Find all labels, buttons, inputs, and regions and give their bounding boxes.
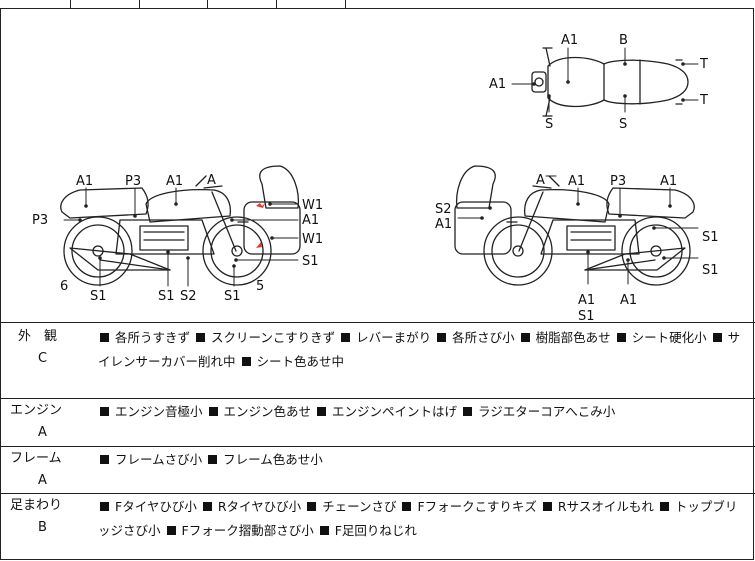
- item: エンジン色あせ: [223, 404, 312, 419]
- right-bike-labels: A A1 P3 A1 S2 A1 S1 S1 A1 A1 S1: [435, 173, 719, 324]
- category-name: フレーム: [10, 451, 62, 466]
- row-frame: フレーム A フレームさび小 フレーム色あせ小: [0, 448, 755, 493]
- leader-lines: [63, 47, 699, 287]
- left-bike-labels: A1 P3 A1 A P3 W1 A1 W1 S1 6 S1 S1 S2 S1 …: [32, 173, 323, 304]
- top-label-t-upper: T: [699, 57, 708, 72]
- left-label-s1-fork: S1: [302, 254, 319, 269]
- top-label-b: B: [619, 33, 628, 48]
- item: F足回りねじれ: [334, 523, 417, 538]
- right-label-a-handle: A: [536, 173, 545, 188]
- left-label-s1-rear: S1: [90, 289, 107, 304]
- item: トップブリッジさび小: [98, 499, 738, 538]
- divider-exterior: [0, 398, 755, 399]
- category-grade: A: [38, 473, 47, 488]
- item-list: エンジン音極小 エンジン色あせ エンジンペイントはげ ラジエターコアへこみ小: [98, 400, 748, 424]
- left-label-a1-tail: A1: [76, 174, 93, 189]
- top-view-bike: [531, 47, 689, 117]
- right-label-a1-engine: A1: [578, 293, 595, 308]
- category-name: 足まわり: [10, 498, 63, 513]
- left-label-s2: S2: [180, 289, 197, 304]
- category-cell: フレーム A: [10, 448, 80, 492]
- left-label-6: 6: [60, 279, 68, 294]
- category-name: 外 観: [18, 329, 58, 344]
- right-label-s2: S2: [435, 202, 452, 217]
- damage-marks: [256, 203, 265, 248]
- category-grade: A: [38, 425, 47, 440]
- row-engine: エンジン A エンジン音極小 エンジン色あせ エンジンペイントはげ ラジエターコ…: [0, 400, 755, 446]
- item: Fタイヤひび小: [115, 499, 197, 514]
- diagram-svg: A1 B A1 T T S S A1 P3 A1 A P3 W1 A1 W1 S…: [32, 33, 719, 324]
- top-view-labels: A1 B A1 T T S S: [489, 33, 708, 132]
- left-label-w1-lower: W1: [302, 232, 323, 247]
- item: シート硬化小: [631, 330, 707, 345]
- left-label-a1-fairing: A1: [302, 213, 319, 228]
- right-label-a1-exhaust: A1: [620, 293, 637, 308]
- item: Rサスオイルもれ: [557, 499, 654, 514]
- category-cell: エンジン A: [10, 400, 80, 444]
- item: 樹脂部色あせ: [535, 330, 611, 345]
- top-label-a1-left: A1: [489, 77, 506, 92]
- divider-diagram: [0, 322, 755, 323]
- left-label-a-handle: A: [207, 173, 216, 188]
- right-label-a1-tail: A1: [660, 174, 677, 189]
- item: レバーまがり: [356, 330, 432, 345]
- item: 各所うすきず: [115, 330, 191, 345]
- right-label-a1-tank: A1: [568, 174, 585, 189]
- right-label-s1-engine: S1: [578, 309, 595, 323]
- category-name: エンジン: [10, 403, 63, 418]
- row-exterior: 外 観 C 各所うすきず スクリーンこすりきず レバーまがり 各所さび小 樹脂部…: [0, 326, 755, 398]
- item: フレームさび小: [115, 452, 203, 467]
- previous-table-strip: [0, 0, 755, 8]
- left-bike: [60, 165, 301, 286]
- item: フレーム色あせ小: [223, 452, 323, 467]
- right-label-p3-seat: P3: [610, 174, 626, 189]
- condition-frame: [0, 8, 754, 560]
- category-cell: 足まわり B: [10, 495, 80, 539]
- left-label-5: 5: [256, 279, 264, 294]
- top-label-s-rear: S: [619, 117, 627, 132]
- divider-frame: [0, 493, 755, 494]
- top-label-s-front: S: [545, 117, 553, 132]
- item: エンジン音極小: [115, 404, 203, 419]
- right-label-s1-rear-upper: S1: [702, 230, 719, 245]
- category-cell: 外 観 C: [10, 326, 80, 370]
- top-label-a1: A1: [561, 33, 578, 48]
- damage-diagram: A1 B A1 T T S S A1 P3 A1 A P3 W1 A1 W1 S…: [0, 8, 755, 324]
- left-label-p3-rear: P3: [32, 213, 48, 228]
- item: Fフォークこすりキズ: [417, 499, 537, 514]
- right-label-a1-fairing: A1: [435, 217, 452, 232]
- item-list: フレームさび小 フレーム色あせ小: [98, 448, 748, 472]
- item: サイレンサーカバー削れ中: [98, 330, 741, 369]
- item: チェーンさび: [322, 499, 397, 514]
- item: スクリーンこすりきず: [211, 330, 336, 345]
- category-grade: B: [38, 520, 47, 535]
- row-suspension: 足まわり B Fタイヤひび小 Rタイヤひび小 チェーンさび Fフォークこすりキズ…: [0, 495, 755, 559]
- right-bike: [454, 165, 695, 286]
- left-label-p3-seat: P3: [125, 174, 141, 189]
- category-grade: C: [38, 351, 48, 366]
- top-label-t-lower: T: [699, 93, 708, 108]
- left-label-s1-front: S1: [224, 289, 241, 304]
- item: Fフォーク摺動部さび小: [181, 523, 314, 538]
- item: Rタイヤひび小: [217, 499, 302, 514]
- left-label-a1-tank: A1: [166, 174, 183, 189]
- item-list: Fタイヤひび小 Rタイヤひび小 チェーンさび Fフォークこすりキズ Rサスオイル…: [98, 495, 748, 543]
- item: シート色あせ中: [256, 354, 345, 369]
- item-list: 各所うすきず スクリーンこすりきず レバーまがり 各所さび小 樹脂部色あせ シー…: [98, 326, 748, 374]
- item: ラジエターコアへこみ小: [478, 404, 616, 419]
- item: エンジンペイントはげ: [332, 404, 458, 419]
- marker-dots: [78, 62, 685, 268]
- left-label-s1-engine: S1: [158, 289, 175, 304]
- left-label-w1-upper: W1: [302, 198, 323, 213]
- right-label-s1-rear-lower: S1: [702, 263, 719, 278]
- item: 各所さび小: [452, 330, 515, 345]
- divider-engine: [0, 446, 755, 447]
